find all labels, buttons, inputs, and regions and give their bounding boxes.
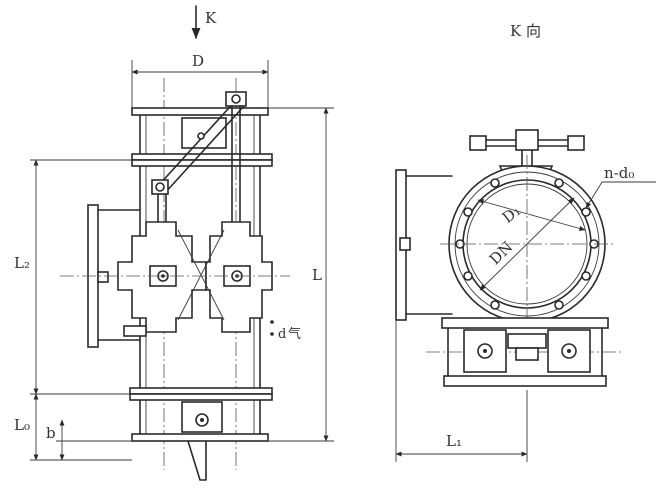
dim-l1-label: L₁: [446, 432, 462, 450]
dim-nd0-label: n-d₀: [604, 164, 634, 182]
dim-b-label: b: [46, 424, 56, 442]
dim-d-small-label: d: [278, 327, 286, 342]
dim-l-label: L: [312, 266, 322, 284]
front-elevation-view: K D: [14, 5, 334, 481]
dim-d-label: D: [192, 52, 204, 70]
dim-d-small-suffix: 气: [288, 326, 301, 342]
view-title: K 向: [510, 22, 541, 40]
view-arrow-label: K: [205, 9, 217, 27]
dim-l2-label: L₂: [14, 254, 30, 272]
k-direction-view: K 向 DN D₁: [395, 22, 656, 462]
dim-l0-label: L₀: [14, 416, 30, 434]
